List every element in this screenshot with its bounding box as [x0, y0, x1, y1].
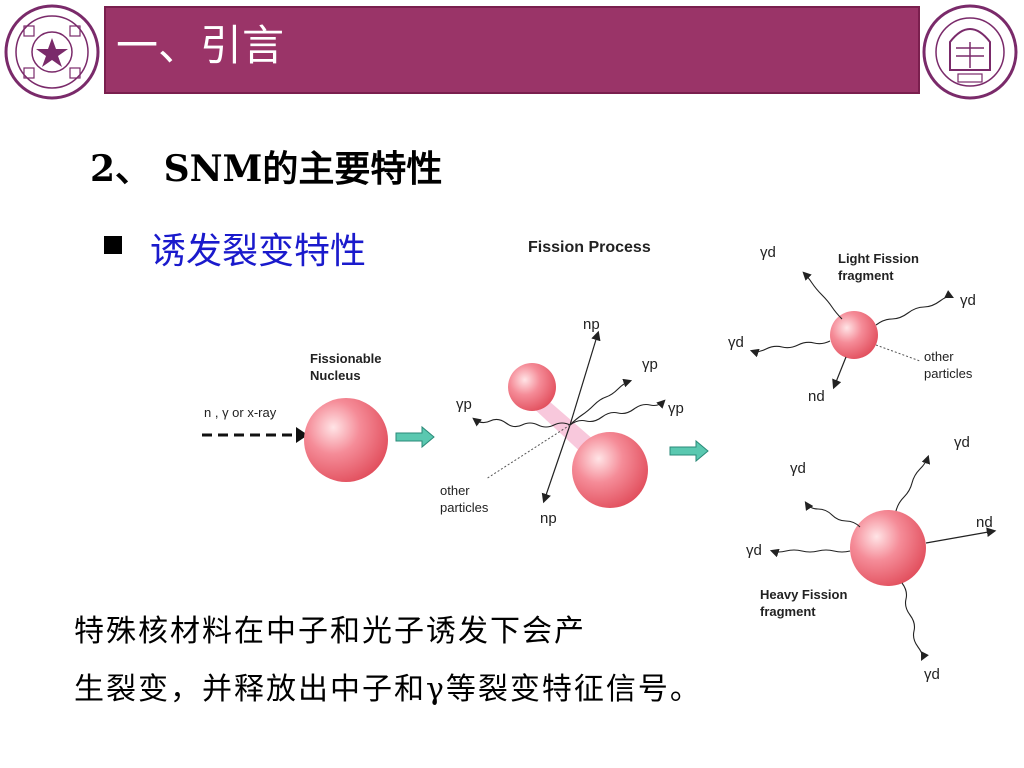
heavy-gamma-d-left-label: γd [746, 542, 762, 559]
light-splitting-nucleus [508, 363, 556, 411]
green-arrow-1-icon [395, 425, 435, 449]
heavy-gamma-d-bottom-label: γd [924, 666, 940, 683]
heavy-gamma-d-top-left-label: γd [790, 460, 806, 477]
green-arrow-2-icon [669, 439, 709, 463]
heavy-splitting-nucleus [572, 432, 648, 508]
light-gamma-d-left-label: γd [728, 334, 744, 351]
heavy-fission-fragment [850, 510, 926, 586]
light-fragment-label-2: fragment [838, 268, 894, 283]
neck-connector [530, 395, 602, 457]
heavy-n-d-label: nd [976, 514, 993, 531]
gamma-p-right-label: γp [668, 400, 684, 417]
light-gamma-d-right-label: γd [960, 292, 976, 309]
university-logo-left [4, 4, 100, 100]
fissionable-label-1: Fissionable [310, 351, 382, 366]
other-particles-label-2: particles [440, 500, 489, 515]
heavy-fragment-label-1: Heavy Fission [760, 587, 847, 602]
light-other-label-2: particles [924, 366, 973, 381]
other-particles-label-1: other [440, 483, 470, 498]
fissionable-nucleus [304, 398, 388, 482]
light-fission-fragment [830, 311, 878, 359]
fission-process-diagram: Fission Process n , γ or x-ray Fissionab… [202, 239, 997, 683]
np-top-label: np [583, 316, 600, 333]
light-other-label-1: other [924, 349, 954, 364]
heavy-gamma-d-top-right-label: γd [954, 434, 970, 451]
title-bar: 一、引言 [104, 6, 920, 94]
fissionable-label-2: Nucleus [310, 368, 361, 383]
light-n-d-label: nd [808, 388, 825, 405]
gamma-p-left-label: γp [456, 396, 472, 413]
body-text-line-1: 特殊核材料在中子和光子诱发下会产 [74, 614, 586, 649]
section-subtitle: 2、 SNM的主要特性 [90, 148, 443, 190]
gamma-p-right-top-label: γp [642, 356, 658, 373]
incident-label: n , γ or x-ray [204, 405, 277, 420]
university-logo-right [922, 4, 1018, 100]
heavy-fragment-label-2: fragment [760, 604, 816, 619]
slide-title: 一、引言 [116, 21, 285, 70]
bullet-square-icon [104, 236, 122, 254]
diagram-title: Fission Process [528, 239, 651, 256]
np-bottom-label: np [540, 510, 557, 527]
incident-arrowhead-icon [296, 427, 308, 443]
bullet-text: 诱发裂变特性 [150, 231, 367, 272]
body-text-line-2: 生裂变，并释放出中子和γ等裂变特征信号。 [74, 672, 702, 707]
light-gamma-d-top-label: γd [760, 244, 776, 261]
light-fragment-label-1: Light Fission [838, 251, 919, 266]
